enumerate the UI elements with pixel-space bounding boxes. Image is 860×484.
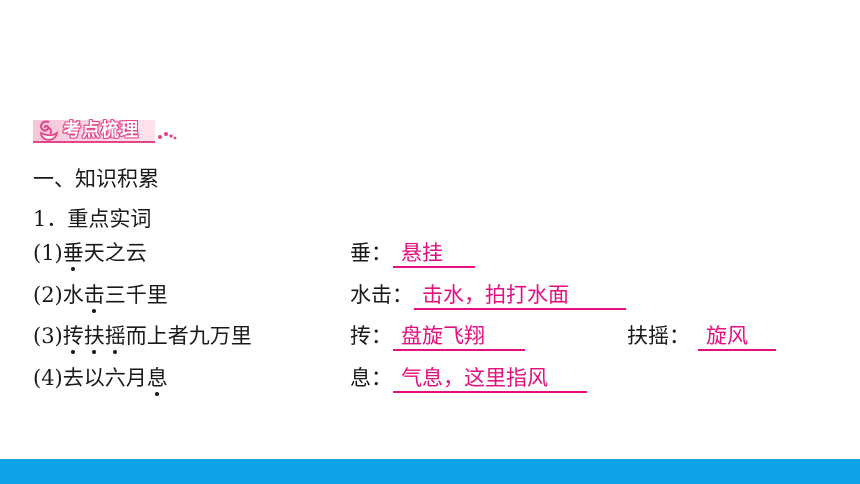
dotted-char: 息: [146, 366, 168, 396]
dotted-char: 摇: [104, 324, 126, 354]
vocab-answer-3: 盘旋飞翔: [393, 323, 525, 351]
sentence-text: 天之云: [83, 241, 147, 265]
section-title: 一、知识积累: [33, 167, 159, 191]
dotted-char: 垂: [62, 241, 84, 271]
footer-band: [0, 459, 860, 484]
vocab-term-3: 抟：: [350, 324, 392, 348]
banner-label: 考点梳理: [63, 120, 139, 141]
row-number: (1): [33, 241, 63, 265]
row-number: (2): [33, 283, 63, 307]
sentence-text: 三千里: [104, 283, 168, 307]
subsection-title: 1．重点实词: [33, 207, 152, 231]
section-banner: 考点梳理: [33, 117, 177, 145]
row-number: (4): [33, 366, 63, 390]
swan-icon: [39, 120, 59, 141]
vocab-answer-4: 气息，这里指风: [393, 365, 587, 393]
vocab-sentence-1: (1)垂天之云: [33, 240, 147, 271]
sentence-text: 水: [62, 283, 84, 307]
vocab-answer-2: 击水，拍打水面: [414, 282, 626, 310]
sentence-text: 去以六月: [62, 366, 147, 390]
row-number: (3): [33, 324, 63, 348]
sentence-text: 而上者九万里: [125, 324, 252, 348]
vocab-term-1: 垂：: [350, 241, 392, 265]
vocab-term-4: 息：: [350, 366, 392, 390]
vocab-sentence-4: (4)去以六月息: [33, 365, 168, 396]
vocab-term-2: 水击：: [350, 283, 413, 307]
vocab-answer-3b: 旋风: [698, 323, 776, 351]
vocab-term-3b: 扶摇：: [627, 324, 690, 348]
dotted-char: 击: [83, 283, 105, 313]
vocab-sentence-2: (2)水击三千里: [33, 282, 168, 313]
banner-bar: [33, 120, 155, 143]
vocab-sentence-3: (3)抟扶摇而上者九万里: [33, 323, 252, 354]
dotted-char: 抟: [62, 324, 84, 354]
decorative-dots-icon: [158, 132, 177, 140]
dotted-char: 扶: [83, 324, 105, 354]
vocab-answer-1: 悬挂: [393, 240, 475, 268]
